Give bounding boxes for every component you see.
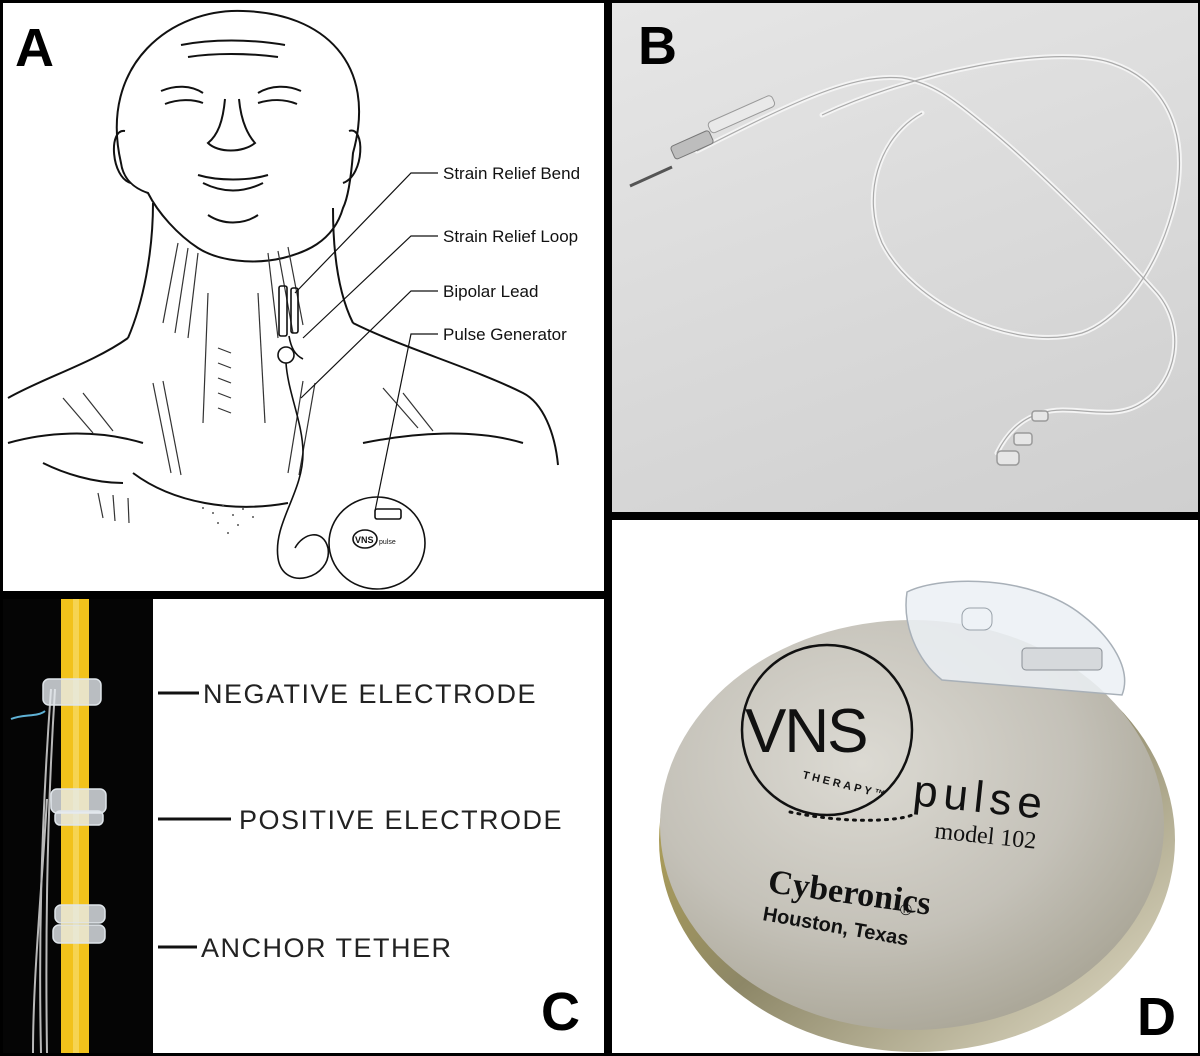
label-anchor-tether: ANCHOR TETHER bbox=[201, 933, 453, 963]
panel-letter-b: B bbox=[638, 19, 677, 73]
panel-c-electrode-detail: NEGATIVE ELECTRODE POSITIVE ELECTRODE AN… bbox=[3, 599, 604, 1053]
panel-letter-d: D bbox=[1137, 990, 1176, 1044]
electrode-illustration: NEGATIVE ELECTRODE POSITIVE ELECTRODE AN… bbox=[3, 599, 604, 1053]
label-strain-relief-loop: Strain Relief Loop bbox=[443, 227, 578, 246]
panel-a-implant-diagram: Strain Relief Bend Strain Relief Loop Bi… bbox=[3, 3, 604, 591]
lead-wire-photo bbox=[612, 3, 1198, 512]
panel-b-lead-photo: B bbox=[612, 3, 1198, 512]
label-pulse-generator: Pulse Generator bbox=[443, 325, 567, 344]
panel-letter-c: C bbox=[541, 985, 580, 1039]
label-strain-relief-bend: Strain Relief Bend bbox=[443, 164, 580, 183]
maker-registered: ® bbox=[900, 902, 912, 919]
label-positive-electrode: POSITIVE ELECTRODE bbox=[239, 805, 563, 835]
panel-d-generator-photo: VNS THERAPY™ pulse model 102 Cyberonics … bbox=[612, 520, 1198, 1053]
head-neck-illustration: Strain Relief Bend Strain Relief Loop Bi… bbox=[3, 3, 604, 591]
device-sub-small: pulse bbox=[379, 539, 396, 546]
label-bipolar-lead: Bipolar Lead bbox=[443, 282, 538, 301]
logo-vns: VNS bbox=[745, 697, 866, 766]
device-mark-small: VNS bbox=[355, 535, 374, 545]
label-negative-electrode: NEGATIVE ELECTRODE bbox=[203, 679, 537, 709]
panel-letter-a: A bbox=[15, 21, 54, 75]
pulse-generator-illustration: VNS THERAPY™ pulse model 102 Cyberonics … bbox=[612, 520, 1198, 1053]
